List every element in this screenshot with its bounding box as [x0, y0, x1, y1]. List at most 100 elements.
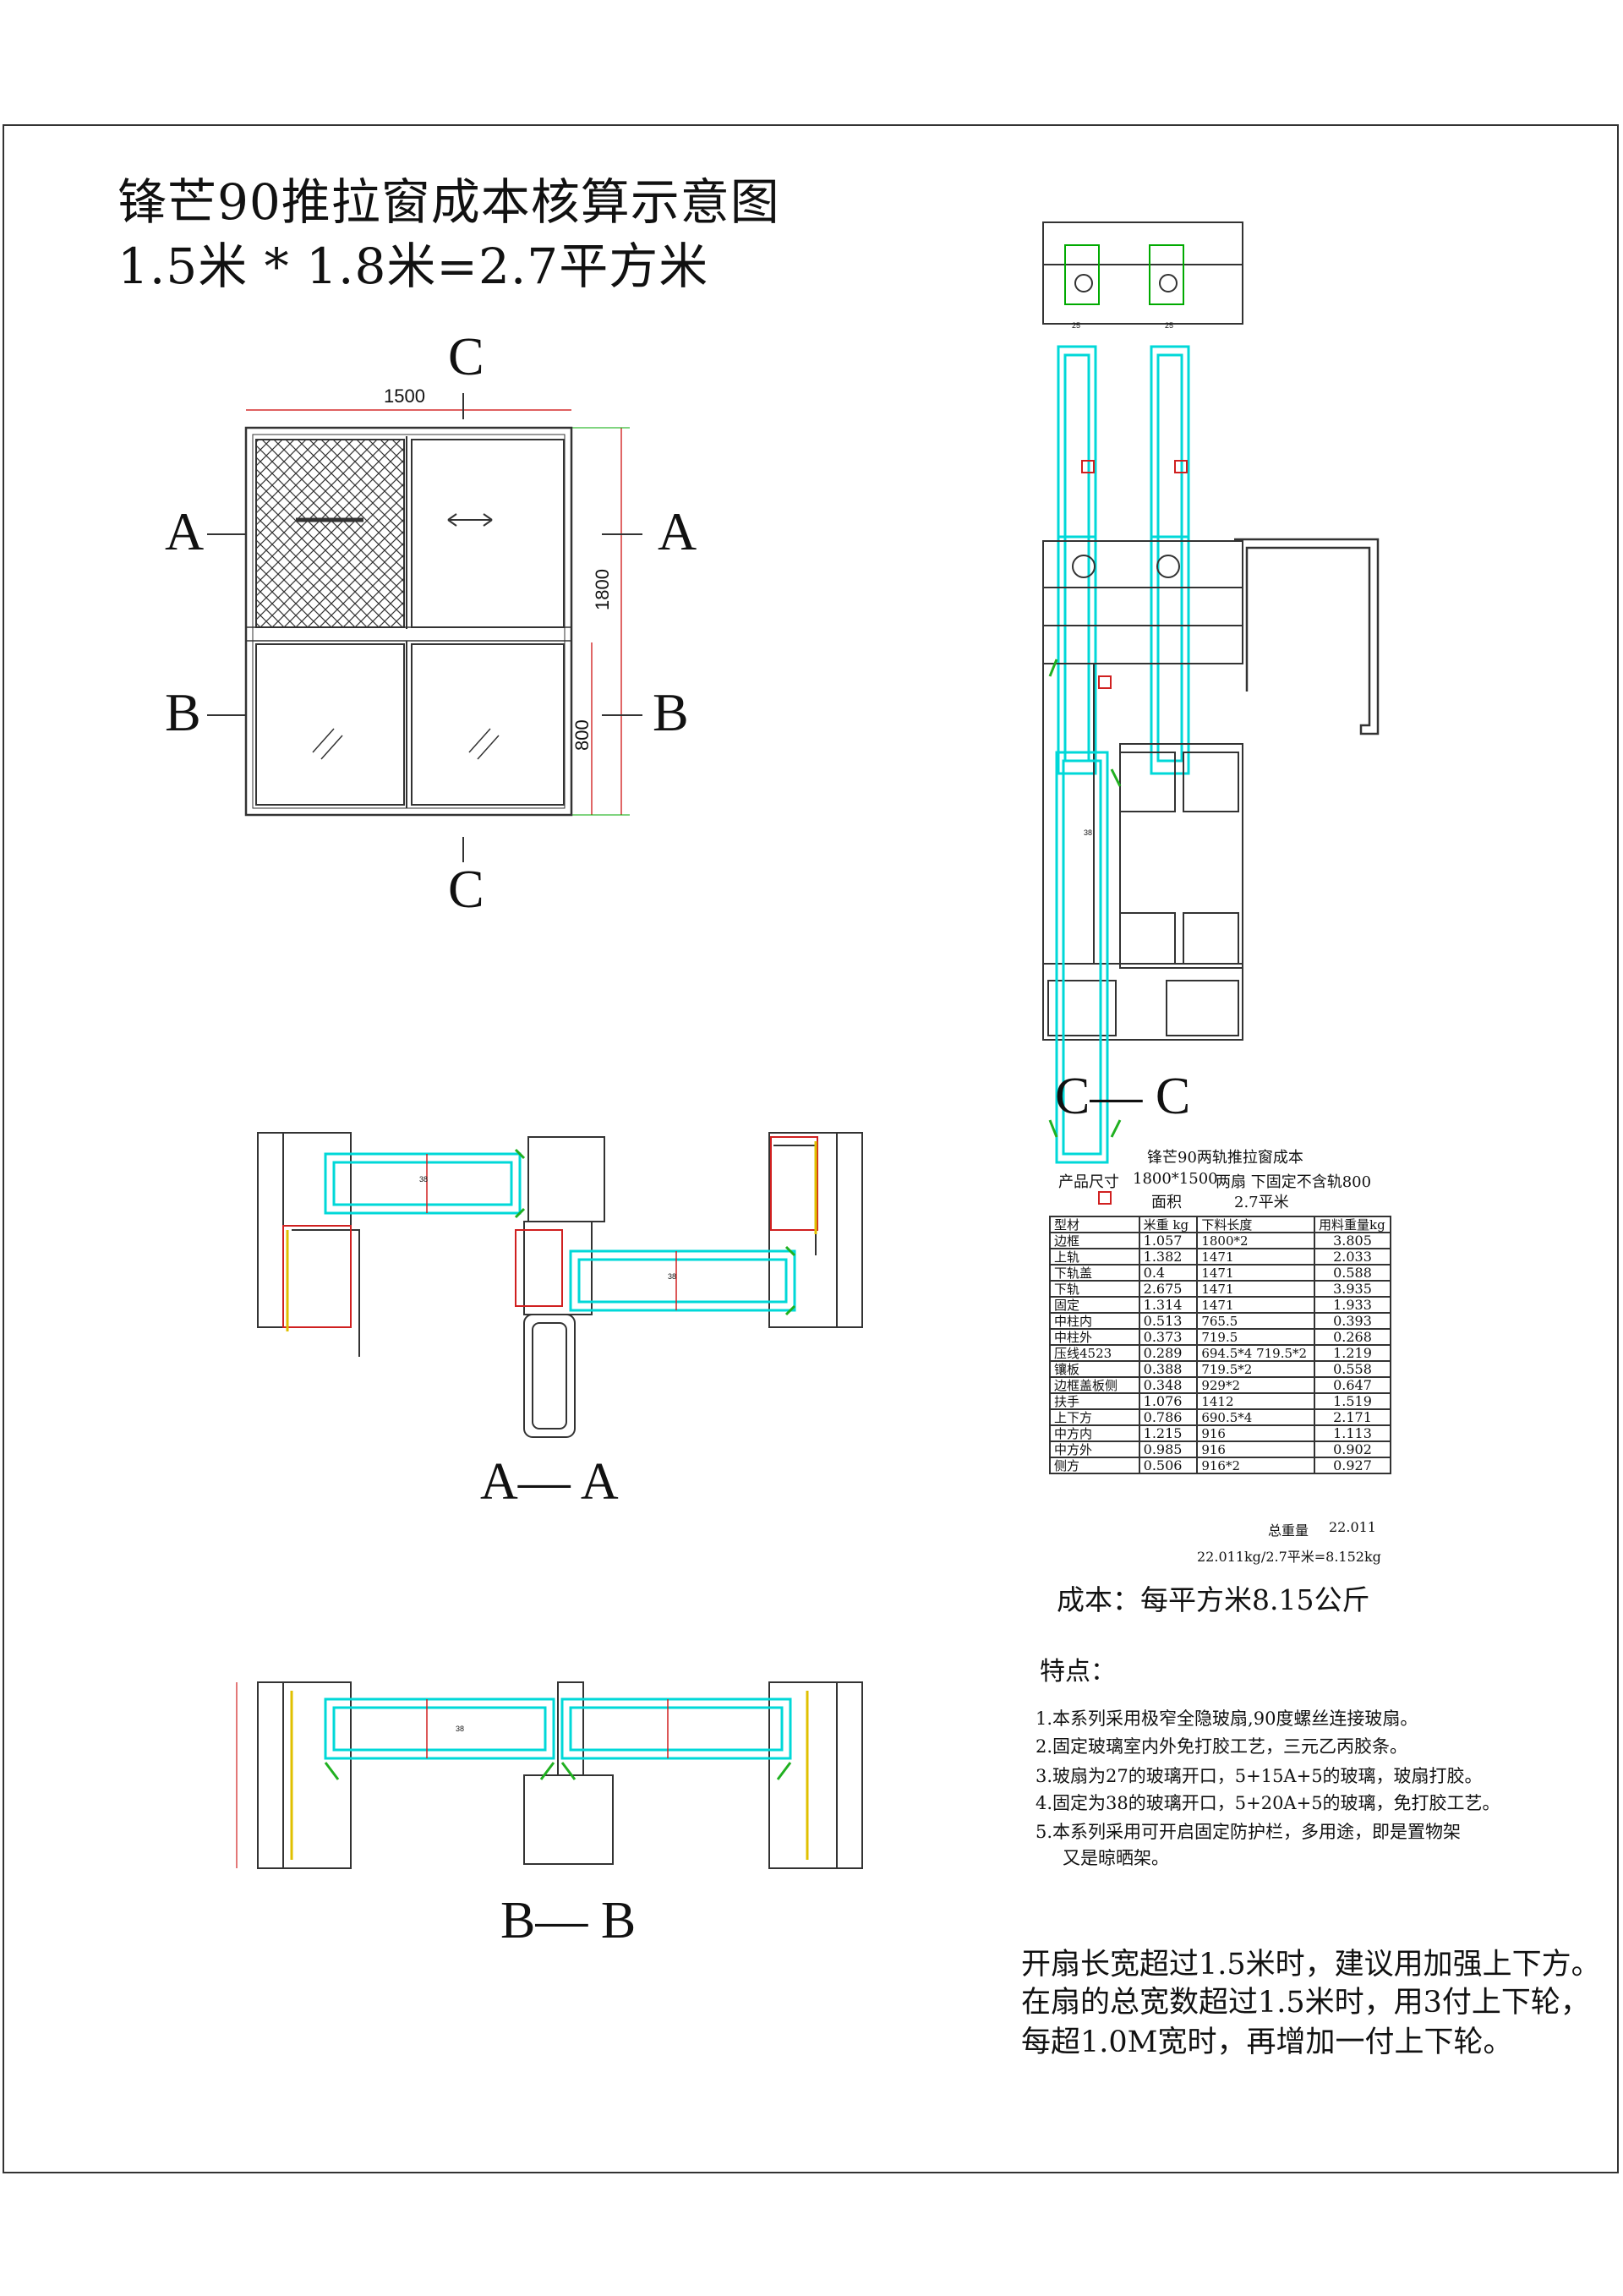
cell-profile: 压线4523 [1049, 1344, 1140, 1362]
drawing-border [3, 124, 1619, 2173]
cell-weight-per-meter: 0.373 [1138, 1328, 1199, 1346]
cell-weight-per-meter: 0.289 [1138, 1344, 1199, 1362]
cell-weight-per-meter: 0.388 [1138, 1360, 1199, 1378]
section-cc-drawing [1042, 221, 1380, 1041]
glass-dim-3: 38 [1084, 828, 1093, 837]
cell-weight-per-meter: 0.985 [1138, 1440, 1199, 1458]
section-aa-drawing [257, 1132, 863, 1438]
cell-material-weight: 1.519 [1314, 1392, 1391, 1410]
note-line: 每超1.0M宽时，再增加一付上下轮。 [1021, 2025, 1513, 2059]
cell-cut-length: 916 [1196, 1440, 1316, 1458]
cell-cut-length: 916*2 [1196, 1457, 1316, 1474]
cell-cut-length: 1471 [1196, 1296, 1316, 1314]
cell-material-weight: 1.113 [1314, 1424, 1391, 1442]
cell-material-weight: 2.171 [1314, 1408, 1391, 1426]
header-material-weight: 用料重量kg [1314, 1216, 1391, 1233]
product-size-label: 产品尺寸 [1058, 1173, 1119, 1191]
section-cc-fixed-glass [1048, 460, 1188, 1205]
cell-profile: 中柱外 [1049, 1328, 1140, 1346]
weight-per-area-formula: 22.011kg/2.7平米=8.152kg [1197, 1549, 1381, 1565]
cell-material-weight: 0.393 [1314, 1312, 1391, 1330]
note-line: 在扇的总宽数超过1.5米时，用3付上下轮， [1021, 1986, 1590, 2020]
cell-profile: 中方外 [1049, 1440, 1140, 1458]
area-value: 2.7平米 [1234, 1194, 1289, 1211]
cell-weight-per-meter: 0.506 [1138, 1457, 1199, 1474]
cell-cut-length: 1471 [1196, 1280, 1316, 1298]
section-marker-b-right: B [653, 682, 689, 742]
section-cc-label: C— C [1055, 1068, 1191, 1125]
cell-weight-per-meter: 1.057 [1138, 1232, 1199, 1249]
cell-weight-per-meter: 1.314 [1138, 1296, 1199, 1314]
cell-material-weight: 3.805 [1314, 1232, 1391, 1249]
width-dimension: 1500 [384, 385, 425, 407]
glass-dim-4: 38 [419, 1175, 429, 1184]
section-aa-label: A— A [480, 1453, 619, 1511]
cell-profile: 镶板 [1049, 1360, 1140, 1378]
feature-item: 4.固定为38的玻璃开口，5+20A+5的玻璃，免打胶工艺。 [1036, 1793, 1500, 1813]
cell-cut-length: 1412 [1196, 1392, 1316, 1410]
cell-cut-length: 929*2 [1196, 1376, 1316, 1394]
cell-cut-length: 765.5 [1196, 1312, 1316, 1330]
header-weight-per-meter: 米重 kg [1138, 1216, 1199, 1233]
cell-profile: 侧方 [1049, 1457, 1140, 1474]
cell-cut-length: 694.5*4 719.5*2 [1196, 1344, 1316, 1362]
cell-weight-per-meter: 0.4 [1138, 1264, 1199, 1282]
section-marker-c-top: C [448, 326, 484, 386]
cell-profile: 中方内 [1049, 1424, 1140, 1442]
cell-material-weight: 0.268 [1314, 1328, 1391, 1346]
cell-weight-per-meter: 0.786 [1138, 1408, 1199, 1426]
cell-profile: 中柱内 [1049, 1312, 1140, 1330]
cell-material-weight: 1.219 [1314, 1344, 1391, 1362]
glass-dim-6: 38 [456, 1725, 465, 1733]
note-line: 开扇长宽超过1.5米时，建议用加强上下方。 [1021, 1948, 1601, 1982]
cell-weight-per-meter: 2.675 [1138, 1280, 1199, 1298]
section-bb-drawing [236, 1681, 863, 1869]
section-marker-b-left: B [165, 682, 201, 742]
product-size-value: 1800*1500 [1133, 1170, 1218, 1188]
feature-item: 2.固定玻璃室内外免打胶工艺，三元乙丙胶条。 [1036, 1736, 1408, 1757]
cell-cut-length: 1471 [1196, 1248, 1316, 1266]
feature-item: 5.本系列采用可开启固定防护栏，多用途，即是置物架 [1036, 1822, 1462, 1842]
header-cut-length: 下料长度 [1196, 1216, 1316, 1233]
cell-profile: 下轨 [1049, 1280, 1140, 1298]
cell-material-weight: 0.927 [1314, 1457, 1391, 1474]
cell-profile: 下轨盖 [1049, 1264, 1140, 1282]
feature-item: 3.玻扇为27的玻璃开口，5+15A+5的玻璃，玻扇打胶。 [1036, 1766, 1483, 1786]
glass-dim-5: 38 [668, 1272, 677, 1281]
cell-weight-per-meter: 0.513 [1138, 1312, 1199, 1330]
cell-cut-length: 719.5 [1196, 1328, 1316, 1346]
features-heading: 特点： [1040, 1657, 1116, 1686]
cell-weight-per-meter: 0.348 [1138, 1376, 1199, 1394]
cell-cut-length: 1800*2 [1196, 1232, 1316, 1249]
cost-table-title: 锋芒90两轨推拉窗成本 [1147, 1149, 1303, 1167]
section-marker-a-right: A [658, 501, 697, 561]
cell-weight-per-meter: 1.076 [1138, 1392, 1199, 1410]
glass-dim-1: 25 [1072, 321, 1081, 330]
cell-cut-length: 719.5*2 [1196, 1360, 1316, 1378]
table-header-row: 型材 米重 kg 下料长度 用料重量kg [1049, 1216, 1391, 1233]
cell-profile: 上下方 [1049, 1408, 1140, 1426]
section-marker-c-bottom: C [448, 859, 484, 919]
total-weight-value: 22.011 [1329, 1519, 1376, 1535]
section-bb-label: B— B [500, 1892, 637, 1949]
feature-item: 1.本系列采用极窄全隐玻扇,90度螺丝连接玻扇。 [1036, 1708, 1418, 1729]
cell-profile: 固定 [1049, 1296, 1140, 1314]
drawing-subtitle: 1.5米 * 1.8米=2.7平方米 [117, 238, 709, 295]
drawing-title: 锋芒90推拉窗成本核算示意图 [117, 173, 780, 231]
glass-dim-2: 25 [1165, 321, 1174, 330]
cell-profile: 边框 [1049, 1232, 1140, 1249]
area-label: 面积 [1151, 1194, 1182, 1211]
